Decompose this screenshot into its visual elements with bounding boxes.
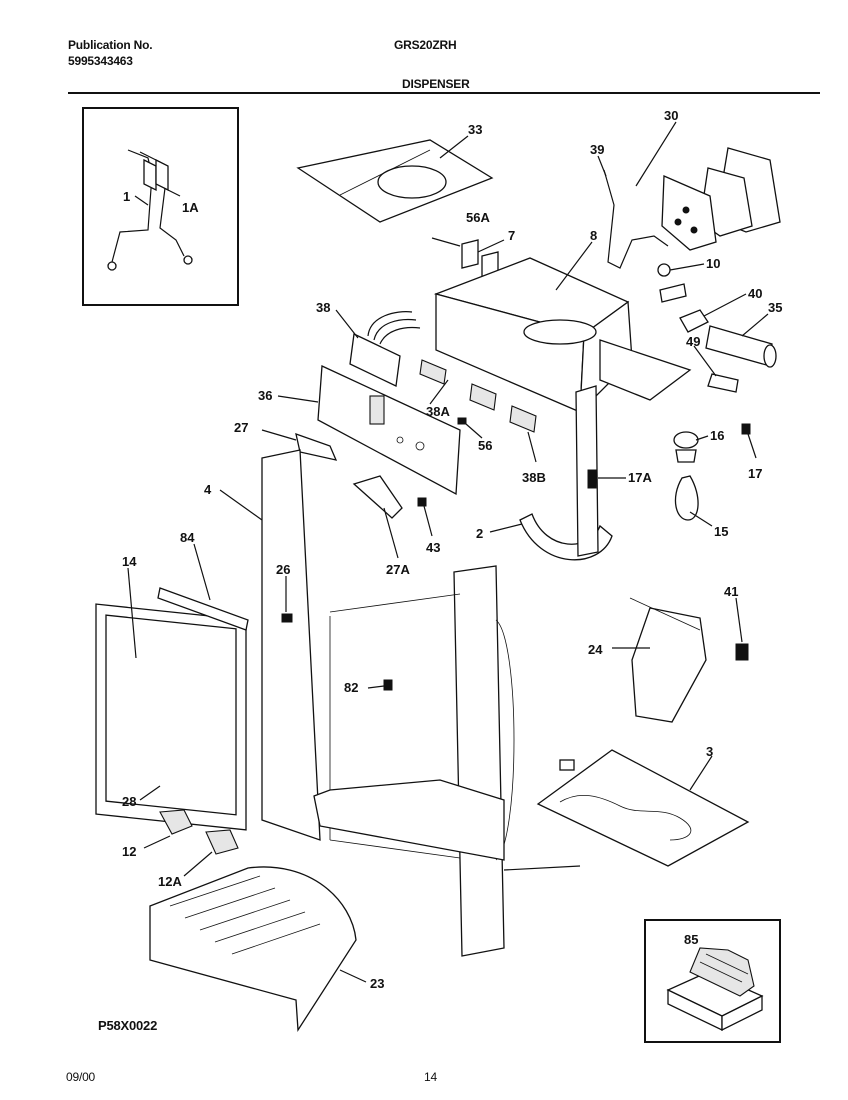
label-84: 84 <box>180 530 195 545</box>
diagram-code: P58X0022 <box>98 1018 158 1033</box>
label-39: 39 <box>590 142 604 157</box>
part-27-bracket <box>295 432 338 461</box>
label-4: 4 <box>204 482 212 497</box>
part-14-panel <box>105 614 237 816</box>
part-49-bracket <box>707 373 739 393</box>
part-26-screw <box>281 613 293 623</box>
page-number: 14 <box>424 1070 437 1084</box>
part-41-spring <box>735 643 749 661</box>
part-23-drip-tray <box>149 866 357 1033</box>
part-38a-switches <box>419 359 497 411</box>
label-12a: 12A <box>158 874 182 889</box>
part-56a-screw <box>431 237 461 247</box>
label-23: 23 <box>370 976 384 991</box>
label-38: 38 <box>316 300 330 315</box>
label-10: 10 <box>706 256 720 271</box>
back-frame <box>329 593 515 861</box>
transformer-inset-box <box>644 919 781 1043</box>
label-17: 17 <box>748 466 762 481</box>
label-16: 16 <box>710 428 724 443</box>
label-7: 7 <box>508 228 515 243</box>
right-side-panel <box>453 565 505 957</box>
part-56-screw <box>457 417 467 425</box>
part-12-clip <box>159 809 193 835</box>
part-39-wire-rod <box>603 169 669 269</box>
label-49: 49 <box>686 334 700 349</box>
publication-number: 5995343463 <box>68 54 133 68</box>
label-2: 2 <box>476 526 483 541</box>
part-38b-switch <box>509 405 537 433</box>
part-82-screw <box>383 679 393 691</box>
label-38a: 38A <box>426 404 450 419</box>
chute-column <box>575 385 599 557</box>
footer-date: 09/00 <box>66 1070 96 1084</box>
transformer-drawing <box>666 947 764 1032</box>
part-36-mounting-panel <box>317 365 461 496</box>
label-3: 3 <box>706 744 713 759</box>
label-24: 24 <box>588 642 603 657</box>
part-16-light-socket <box>673 431 699 463</box>
part-number-labels: 1 1A 33 30 39 56A 7 8 10 40 35 38 49 36 … <box>122 108 782 991</box>
label-1: 1 <box>123 189 130 204</box>
label-15: 15 <box>714 524 728 539</box>
part-27a-lever <box>352 475 403 519</box>
part-33-cover-plate <box>296 139 494 223</box>
part-38-control-board <box>349 311 421 387</box>
label-8: 8 <box>590 228 597 243</box>
publication-label: Publication No. <box>68 38 153 52</box>
part-30-door-assembly <box>661 147 781 251</box>
part-4-side-rail <box>261 449 321 841</box>
label-56: 56 <box>478 438 492 453</box>
model-number: GRS20ZRH <box>394 38 457 52</box>
label-41: 41 <box>724 584 738 599</box>
label-35: 35 <box>768 300 782 315</box>
label-26: 26 <box>276 562 290 577</box>
part-17-screw <box>741 423 751 435</box>
label-27: 27 <box>234 420 248 435</box>
label-1a: 1A <box>182 200 199 215</box>
label-82: 82 <box>344 680 358 695</box>
label-28: 28 <box>122 794 136 809</box>
label-43: 43 <box>426 540 440 555</box>
label-38b: 38B <box>522 470 546 485</box>
label-27a: 27A <box>386 562 410 577</box>
label-17a: 17A <box>628 470 652 485</box>
part-15-bulb <box>674 475 699 521</box>
label-40: 40 <box>748 286 762 301</box>
label-30: 30 <box>664 108 678 123</box>
part-84-strip <box>157 587 249 631</box>
part-8-housing <box>433 257 692 414</box>
header-rule <box>68 92 820 94</box>
leader-lines <box>127 121 769 983</box>
label-33: 33 <box>468 122 482 137</box>
part-12a-clip <box>205 829 239 855</box>
part-3-heater-pad <box>536 749 750 867</box>
part-24-actuator-arm <box>629 597 707 723</box>
base-tray <box>313 779 505 861</box>
label-12: 12 <box>122 844 136 859</box>
part-40-35-solenoid <box>679 309 777 368</box>
label-14: 14 <box>122 554 137 569</box>
label-56a: 56A <box>466 210 490 225</box>
wiring-harness-inset-box <box>82 107 239 306</box>
wiring-harness-drawing <box>107 149 193 271</box>
part-17a-screw <box>587 469 597 489</box>
part-43-screw <box>417 497 427 507</box>
label-36: 36 <box>258 388 272 403</box>
label-85: 85 <box>684 932 698 947</box>
section-title: DISPENSER <box>402 77 470 91</box>
